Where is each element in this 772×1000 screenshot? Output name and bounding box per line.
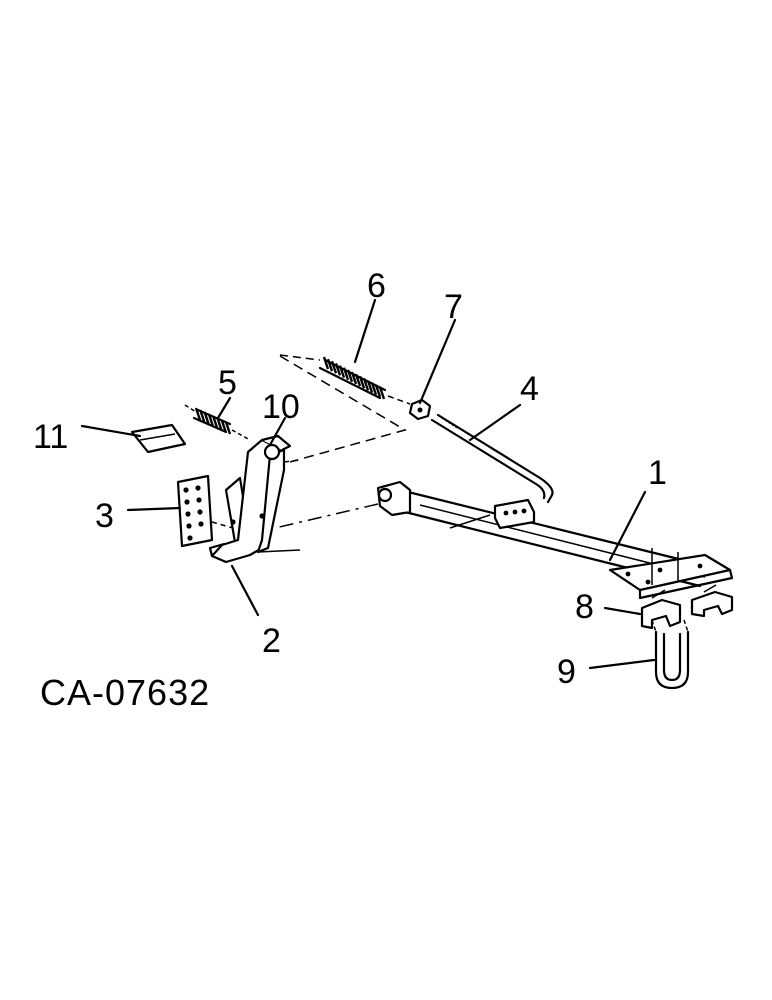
part-8-clamp: [640, 584, 734, 630]
callout-5: 5: [218, 364, 237, 402]
part-3-plate: [176, 474, 241, 548]
part-11-plate: [130, 423, 187, 454]
callout-1: 1: [648, 454, 667, 492]
callout-8: 8: [575, 588, 594, 626]
part-2-lever: [208, 434, 301, 564]
callout-11: 11: [33, 418, 68, 456]
part-1-arm: [274, 480, 734, 600]
callout-2: 2: [262, 622, 281, 660]
diagram-code: CA-07632: [40, 672, 210, 713]
callout-9: 9: [557, 653, 576, 691]
callout-3: 3: [95, 497, 114, 535]
part-6-spring: [279, 354, 411, 463]
callout-4: 4: [520, 370, 539, 408]
part-4-rod: [430, 413, 554, 504]
callout-7: 7: [444, 288, 463, 326]
part-5-spring: [184, 404, 251, 441]
leader-lines: [80, 298, 656, 670]
part-9-ubolt: [651, 619, 690, 690]
callout-10: 10: [262, 388, 300, 426]
callout-6: 6: [367, 267, 386, 305]
